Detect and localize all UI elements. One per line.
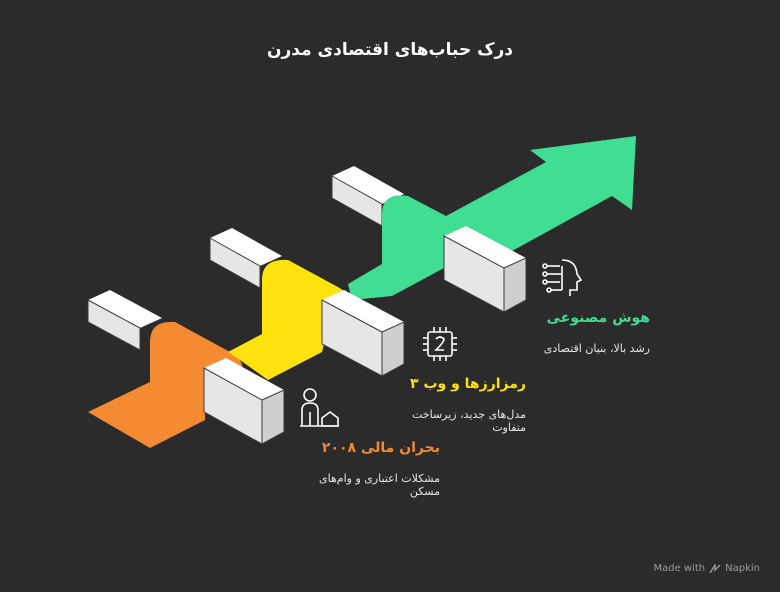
stage-3-description: رشد بالا، بنیان اقتصادی (543, 342, 650, 355)
barrier-2-front (321, 290, 405, 377)
napkin-logo-icon (709, 563, 721, 573)
stage-1-heading: بحران مالی ۲۰۰۸ (321, 440, 440, 456)
stage-2-label: رمزارزها و وب ۳ مدل‌های جدید، زیرساخت مت… (380, 376, 526, 434)
ai-head-icon (542, 259, 583, 296)
person-house-icon (300, 388, 339, 427)
made-with-text: Made with (653, 563, 706, 574)
stage-1-label: بحران مالی ۲۰۰۸ مشکلات اعتباری و وام‌های… (290, 440, 440, 498)
stage-1-description: مشکلات اعتباری و وام‌های مسکن (319, 472, 440, 498)
barrier-1-back (87, 290, 162, 351)
chip-icon (423, 327, 457, 361)
stage-2-description: مدل‌های جدید، زیرساخت متفاوت (412, 408, 526, 434)
barrier-3-front (443, 226, 527, 313)
stage-3-label: هوش مصنوعی رشد بالا، بنیان اقتصادی (500, 310, 650, 355)
stage-3-heading: هوش مصنوعی (546, 310, 650, 326)
diagram-title: درک حباب‌های اقتصادی مدرن (266, 40, 514, 60)
ribbon-green-arrow (348, 136, 636, 300)
barrier-2-back (209, 228, 282, 289)
napkin-brand-text: Napkin (725, 563, 760, 574)
barrier-1-front (203, 358, 285, 445)
ribbon-yellow (228, 259, 353, 380)
stage-2-heading: رمزارزها و وب ۳ (410, 376, 526, 392)
ribbon-orange (88, 321, 243, 448)
made-with-napkin-credit[interactable]: Made with Napkin (653, 563, 760, 574)
